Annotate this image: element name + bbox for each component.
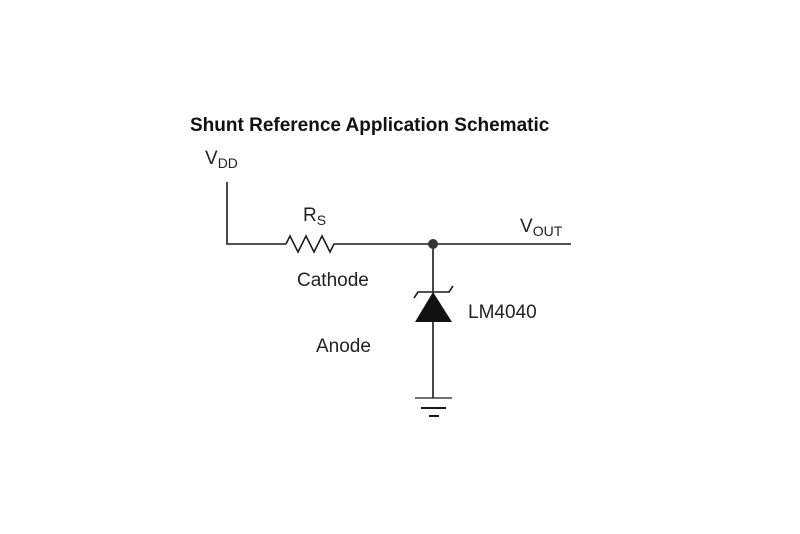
rs-label-main: R bbox=[303, 205, 317, 226]
vout-label: VOUT bbox=[520, 216, 562, 239]
vout-label-sub: OUT bbox=[532, 223, 563, 239]
vdd-label-main: V bbox=[205, 148, 218, 169]
vdd-wire bbox=[226, 182, 286, 245]
ground-icon bbox=[415, 397, 452, 417]
rs-label: RS bbox=[303, 205, 326, 228]
zener-diode-icon bbox=[415, 292, 452, 322]
vdd-label: VDD bbox=[205, 148, 238, 171]
resistor-icon bbox=[285, 234, 337, 254]
zener-bar-icon bbox=[413, 285, 454, 299]
vout-label-main: V bbox=[520, 216, 533, 237]
vdd-label-sub: DD bbox=[217, 155, 238, 171]
rs-label-sub: S bbox=[316, 212, 327, 228]
junction-dot-icon bbox=[428, 239, 438, 249]
part-number-label: LM4040 bbox=[468, 302, 537, 323]
diagram-title: Shunt Reference Application Schematic bbox=[190, 115, 550, 136]
cathode-label: Cathode bbox=[297, 270, 369, 291]
anode-label: Anode bbox=[316, 336, 371, 357]
